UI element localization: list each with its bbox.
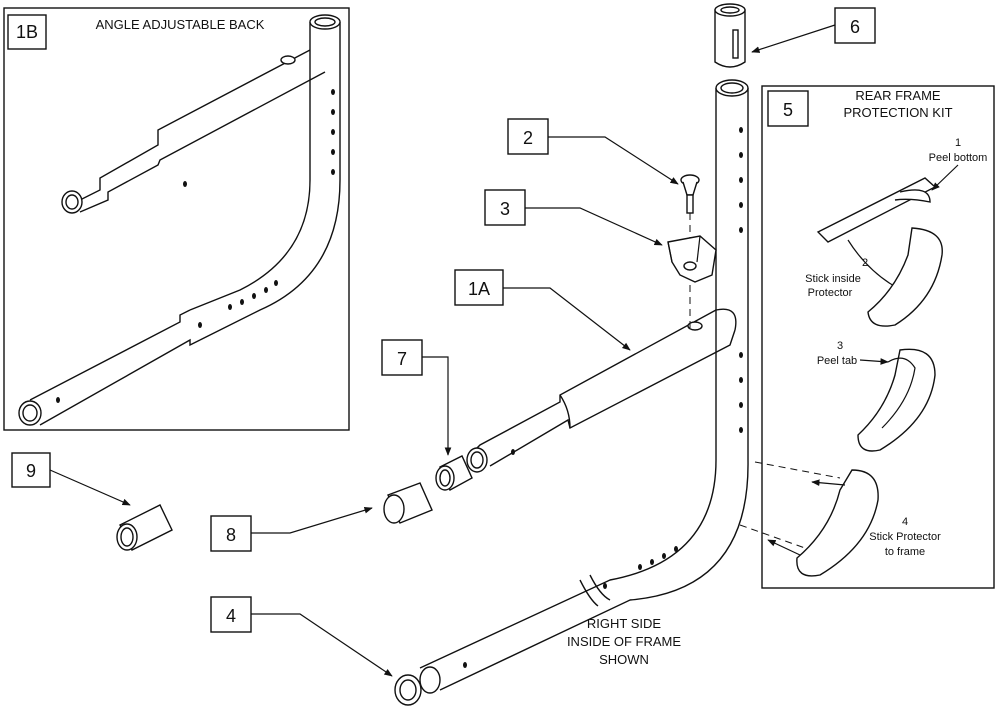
callout-1a: 1A bbox=[468, 279, 490, 299]
kit-5-title-line-2: PROTECTION KIT bbox=[843, 105, 952, 120]
callout-2: 2 bbox=[523, 128, 533, 148]
step-3-text: Peel tab bbox=[817, 355, 857, 367]
kit-5-title-line-1: REAR FRAME bbox=[855, 88, 941, 103]
main-rear-frame bbox=[419, 79, 749, 694]
callout-3: 3 bbox=[500, 199, 510, 219]
note-line-3: SHOWN bbox=[599, 652, 649, 667]
note-line-1: RIGHT SIDE bbox=[587, 616, 661, 631]
part-8-sleeve: 8 bbox=[210, 482, 433, 552]
protector-4 bbox=[796, 469, 879, 577]
peel-backing bbox=[894, 189, 931, 203]
inset-lower-tube-top-edge bbox=[29, 309, 191, 401]
callout-6: 6 bbox=[850, 17, 860, 37]
callout-1b: 1B bbox=[16, 22, 38, 42]
arm-knob bbox=[687, 321, 703, 331]
inset-post-right-edge bbox=[199, 22, 341, 341]
callout-5: 5 bbox=[783, 100, 793, 120]
screw-2-shank bbox=[686, 194, 694, 214]
leader-9 bbox=[49, 469, 131, 506]
step-2-num: 2 bbox=[862, 257, 868, 269]
alignment-line-lower bbox=[739, 524, 806, 549]
alignment-line-upper bbox=[754, 461, 841, 479]
step-4-num: 4 bbox=[902, 516, 908, 528]
leader-8 bbox=[251, 506, 373, 534]
inset-knob bbox=[280, 55, 296, 65]
leader-1a bbox=[503, 287, 631, 351]
inset-lower-tube-bottom-edge bbox=[39, 338, 201, 426]
main-post-right-edge bbox=[439, 88, 749, 691]
leader-6 bbox=[751, 24, 836, 53]
callout-box-1b bbox=[7, 14, 47, 50]
step-3-num: 3 bbox=[837, 340, 843, 352]
plug-6-body bbox=[714, 9, 746, 68]
main-lower-tube-end bbox=[419, 666, 441, 694]
callout-7: 7 bbox=[397, 349, 407, 369]
part-3-clamp: 3 bbox=[484, 189, 717, 283]
protector-3 bbox=[857, 348, 936, 452]
sleeve-8-end bbox=[383, 494, 405, 524]
callout-9: 9 bbox=[26, 461, 36, 481]
main-arm-top-edge bbox=[469, 309, 717, 456]
step-2-line-1: Stick inside bbox=[805, 273, 861, 285]
main-post-left-edge bbox=[419, 88, 717, 669]
inset-post-left-edge bbox=[189, 22, 311, 311]
part-6-plug: 6 bbox=[714, 3, 876, 68]
orientation-note: RIGHT SIDE INSIDE OF FRAME SHOWN bbox=[567, 616, 681, 667]
part-7-bearing: 7 bbox=[381, 339, 473, 491]
leader-2 bbox=[548, 136, 679, 185]
note-line-2: INSIDE OF FRAME bbox=[567, 634, 681, 649]
leader-4 bbox=[251, 613, 393, 677]
callout-4: 4 bbox=[226, 606, 236, 626]
leader-3 bbox=[525, 207, 663, 246]
clamp-3-body bbox=[667, 235, 717, 283]
step-4-line-2: to frame bbox=[885, 546, 925, 558]
callout-box-5 bbox=[767, 90, 809, 127]
callout-1a-group: 1A bbox=[454, 269, 631, 351]
callout-8: 8 bbox=[226, 525, 236, 545]
leader-7 bbox=[422, 356, 452, 456]
inset-upper-arm-bottom-edge bbox=[79, 71, 326, 213]
step-2-line-2: Protector bbox=[808, 287, 853, 299]
part-4-end-cap: 4 bbox=[210, 596, 422, 706]
step-1-text: Peel bottom bbox=[929, 152, 988, 164]
main-arm-bottom-edge bbox=[489, 329, 736, 467]
kit-5-panel: 5 REAR FRAME PROTECTION KIT 1 Peel botto… bbox=[761, 85, 995, 589]
part-9-spacer: 9 bbox=[11, 452, 173, 551]
step-1-num: 1 bbox=[955, 137, 961, 149]
inset-upper-arm-top-edge bbox=[69, 49, 311, 206]
protector-2 bbox=[867, 227, 943, 327]
inset-1b-panel: 1B ANGLE ADJUSTABLE BACK bbox=[3, 7, 350, 431]
step-4-line-1: Stick Protector bbox=[869, 531, 941, 543]
part-2-screw: 2 bbox=[507, 118, 700, 330]
inset-1b-title: ANGLE ADJUSTABLE BACK bbox=[96, 17, 265, 32]
